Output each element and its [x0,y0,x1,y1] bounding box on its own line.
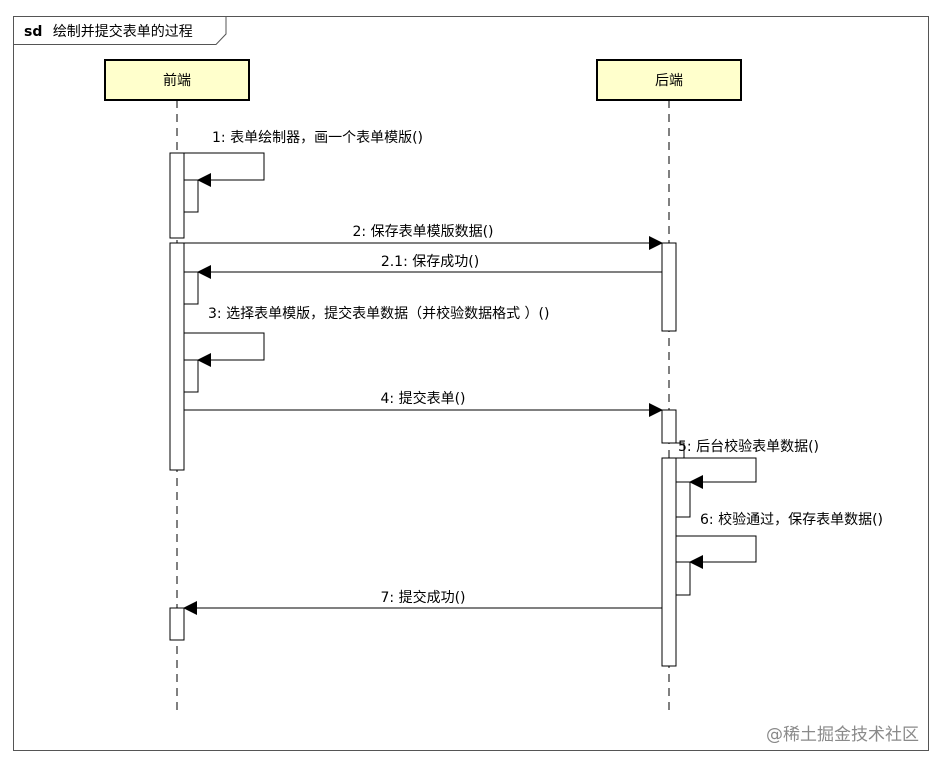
watermark: @稀土掘金技术社区 [766,725,919,745]
message-6-label: 6: 校验通过，保存表单数据() [700,511,883,528]
participant-backend-label: 后端 [655,73,683,89]
message-1[interactable]: 1: 表单绘制器，画一个表单模版() [184,130,423,187]
frame-title: sd 绘制并提交表单的过程 [24,23,193,40]
message-7[interactable]: 7: 提交成功() [183,589,662,615]
activation-backend-2 [661,409,677,444]
activation-frontend-1 [169,152,185,239]
message-3[interactable]: 3: 选择表单模版，提交表单数据（并校验数据格式 ）() [184,305,549,367]
message-5-arrow[interactable] [676,457,757,489]
frame-keyword: sd [24,24,42,40]
participant-frontend[interactable]: 前端 [104,59,250,101]
activation-frontend-2-nested-b [183,359,199,393]
frame-title-text: 绘制并提交表单的过程 [53,23,193,40]
frame-title-tab [13,16,227,45]
message-3-label: 3: 选择表单模版，提交表单数据（并校验数据格式 ）() [208,305,549,322]
participant-backend[interactable]: 后端 [596,59,742,101]
message-1-label: 1: 表单绘制器，画一个表单模版() [212,130,423,146]
activation-frontend-1-nested [183,179,199,213]
message-2-label: 2: 保存表单模版数据() [353,224,494,240]
message-7-label: 7: 提交成功() [381,589,466,606]
activation-backend-1 [661,242,677,332]
message-2-1[interactable]: 2.1: 保存成功() [197,254,662,279]
message-4[interactable]: 4: 提交表单() [184,390,663,417]
activation-backend-3-nested-b [675,561,691,596]
diagram-frame [13,16,929,751]
activation-frontend-2 [169,242,185,471]
message-6[interactable]: 6: 校验通过，保存表单数据() [676,511,883,569]
participant-frontend-label: 前端 [163,72,191,89]
message-5-label: 5: 后台校验表单数据() [678,438,819,455]
message-2-1-label: 2.1: 保存成功() [381,254,479,270]
message-4-label: 4: 提交表单() [381,390,466,407]
message-2[interactable]: 2: 保存表单模版数据() [184,224,663,250]
activation-backend-3-nested-a [675,481,691,518]
activation-backend-3 [661,457,677,667]
activation-frontend-2-nested-a [183,271,199,305]
activation-frontend-3 [169,607,185,641]
